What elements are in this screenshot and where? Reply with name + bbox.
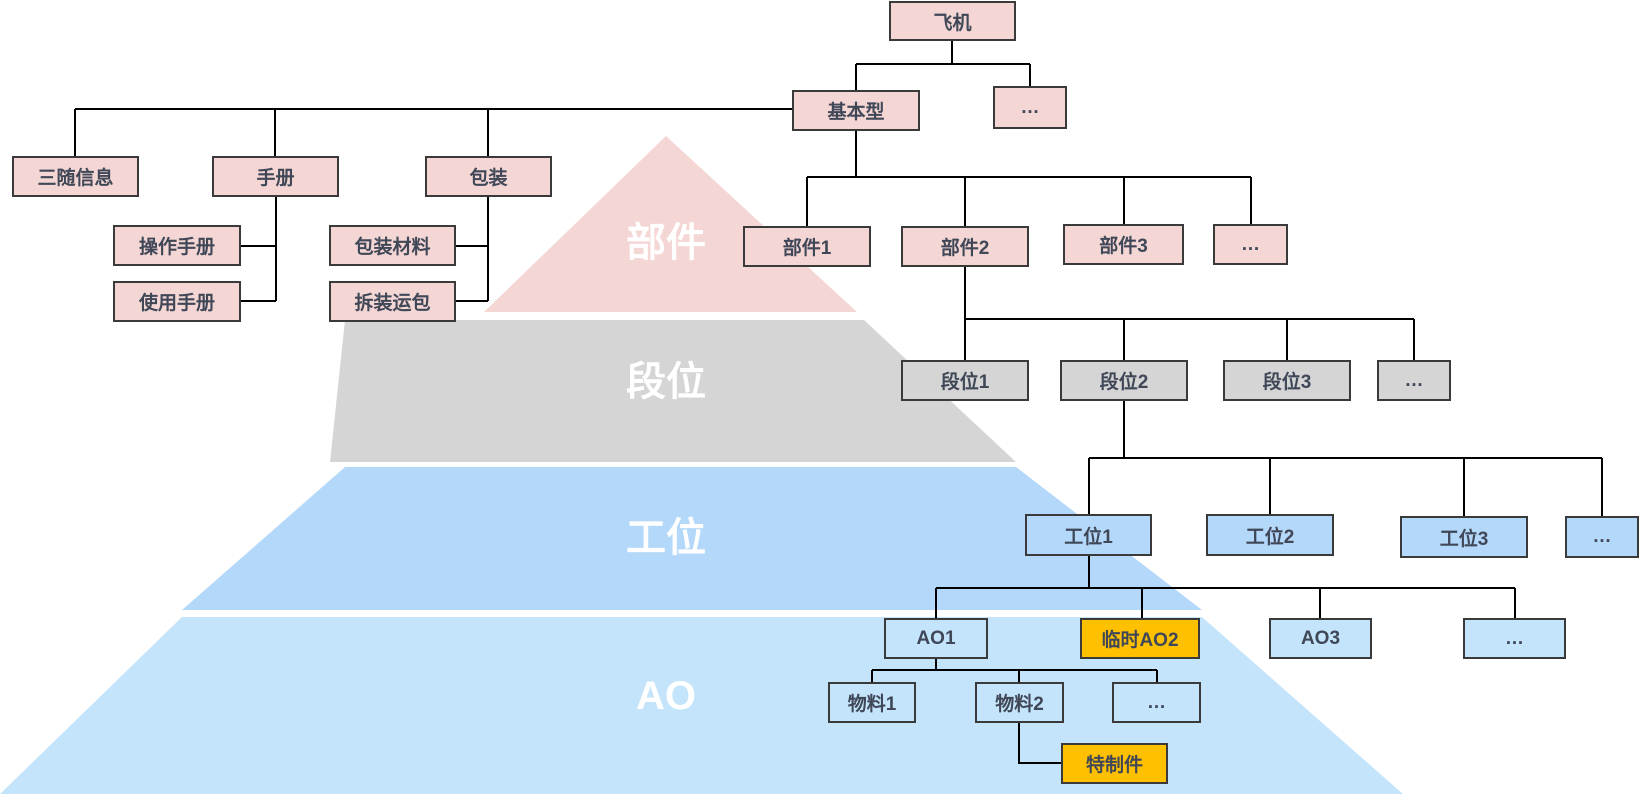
node-material2: 物料2 [975,682,1064,723]
pyramid-tier-ao [0,617,1403,794]
node-ao-more: … [1463,618,1566,659]
node-temp-ao2: 临时AO2 [1080,618,1200,659]
node-aircraft: 飞机 [889,1,1016,41]
node-unpack-transport: 拆装运包 [329,281,456,322]
node-station2: 工位2 [1206,514,1334,556]
tier-label-parts: 部件 [626,221,706,265]
pyramid-tier-parts [484,136,857,312]
node-ao3: AO3 [1269,618,1372,659]
tier-label-ao: AO [636,674,696,718]
node-part3: 部件3 [1063,224,1184,265]
node-packaging: 包装 [425,156,552,197]
node-manual: 手册 [212,156,339,197]
node-type-more: … [993,86,1067,129]
node-section-more: … [1377,360,1451,401]
node-part1: 部件1 [743,226,871,267]
node-ao1: AO1 [884,618,988,659]
node-part2: 部件2 [901,226,1029,267]
tier-label-stations: 工位 [626,516,706,560]
node-section1: 段位1 [901,360,1029,401]
node-material-more: … [1112,682,1201,723]
node-basic-type: 基本型 [792,90,920,131]
node-section2: 段位2 [1060,360,1188,401]
node-part-more: … [1213,224,1288,265]
node-station1: 工位1 [1025,514,1152,556]
node-accompanying-info: 三随信息 [12,156,139,197]
tier-label-sections: 段位 [626,360,706,404]
node-material1: 物料1 [828,682,916,723]
node-packaging-material: 包装材料 [329,225,456,266]
node-station-more: … [1565,516,1639,558]
pyramid-tier-sections [330,320,1016,462]
node-user-manual: 使用手册 [113,281,241,322]
node-station3: 工位3 [1400,516,1528,558]
node-section3: 段位3 [1223,360,1351,401]
node-special-part: 特制件 [1061,743,1168,784]
node-operation-manual: 操作手册 [113,225,241,266]
pyramid-tier-stations [182,467,1202,610]
